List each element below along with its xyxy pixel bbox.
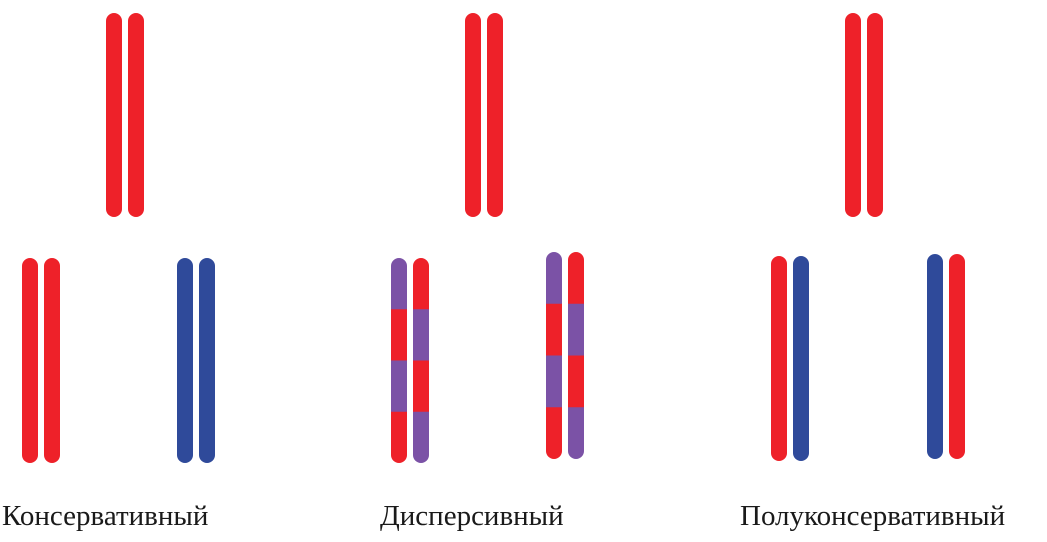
- strand-segment-parent: [413, 360, 429, 413]
- strand-segment-mixed: [546, 252, 562, 305]
- strand-segment-parent: [391, 411, 407, 463]
- strand-segment-mixed: [568, 407, 584, 459]
- model-2-parent-duplex-strand-1: [845, 13, 861, 217]
- strand-segment-parent: [391, 309, 407, 361]
- strand-segment-new: [927, 254, 943, 459]
- model-0-parent-duplex-strand-1: [106, 13, 122, 217]
- strand-segment-new: [199, 258, 215, 463]
- dispersive-label: Дисперсивный: [380, 500, 564, 532]
- strand-segment-new: [793, 256, 809, 461]
- model-1-parent-duplex-strand-1: [465, 13, 481, 217]
- model-2-daughter-duplex-1-strand-1: [771, 256, 787, 461]
- strand-segment-mixed: [391, 360, 407, 413]
- conservative-label: Консервативный: [2, 500, 209, 532]
- model-0-daughter-duplex-1-strand-2: [44, 258, 60, 463]
- model-2-daughter-duplex-1-strand-2: [793, 256, 809, 461]
- strand-segment-parent: [487, 13, 503, 217]
- strand-segment-mixed: [568, 303, 584, 356]
- strand-segment-parent: [413, 258, 429, 310]
- model-2-daughter-duplex-2-strand-2: [949, 254, 965, 459]
- model-1-daughter-duplex-2-strand-1: [546, 252, 562, 459]
- model-2-parent-duplex-strand-2: [867, 13, 883, 217]
- model-0-daughter-duplex-1-strand-1: [22, 258, 38, 463]
- strand-segment-mixed: [391, 258, 407, 310]
- model-0-parent-duplex-strand-2: [128, 13, 144, 217]
- strand-segment-parent: [106, 13, 122, 217]
- strand-segment-new: [177, 258, 193, 463]
- model-1-daughter-duplex-1-strand-2: [413, 258, 429, 463]
- model-1-daughter-duplex-1-strand-1: [391, 258, 407, 463]
- strand-segment-parent: [771, 256, 787, 461]
- model-0-daughter-duplex-2-strand-1: [177, 258, 193, 463]
- strand-segment-parent: [568, 252, 584, 305]
- strand-segment-mixed: [413, 411, 429, 463]
- model-2-daughter-duplex-2-strand-1: [927, 254, 943, 459]
- strand-segment-mixed: [546, 355, 562, 408]
- strand-segment-parent: [546, 303, 562, 356]
- strand-segment-parent: [546, 407, 562, 459]
- strand-segment-parent: [44, 258, 60, 463]
- model-1-parent-duplex-strand-2: [487, 13, 503, 217]
- semiconservative-label: Полуконсервативный: [740, 500, 1006, 532]
- strand-segment-parent: [465, 13, 481, 217]
- model-0-daughter-duplex-2-strand-2: [199, 258, 215, 463]
- strand-segment-mixed: [413, 309, 429, 361]
- strand-segment-parent: [22, 258, 38, 463]
- model-1-daughter-duplex-2-strand-2: [568, 252, 584, 459]
- strand-segment-parent: [949, 254, 965, 459]
- strand-segment-parent: [568, 355, 584, 408]
- strand-segment-parent: [845, 13, 861, 217]
- strand-segment-parent: [867, 13, 883, 217]
- strand-segment-parent: [128, 13, 144, 217]
